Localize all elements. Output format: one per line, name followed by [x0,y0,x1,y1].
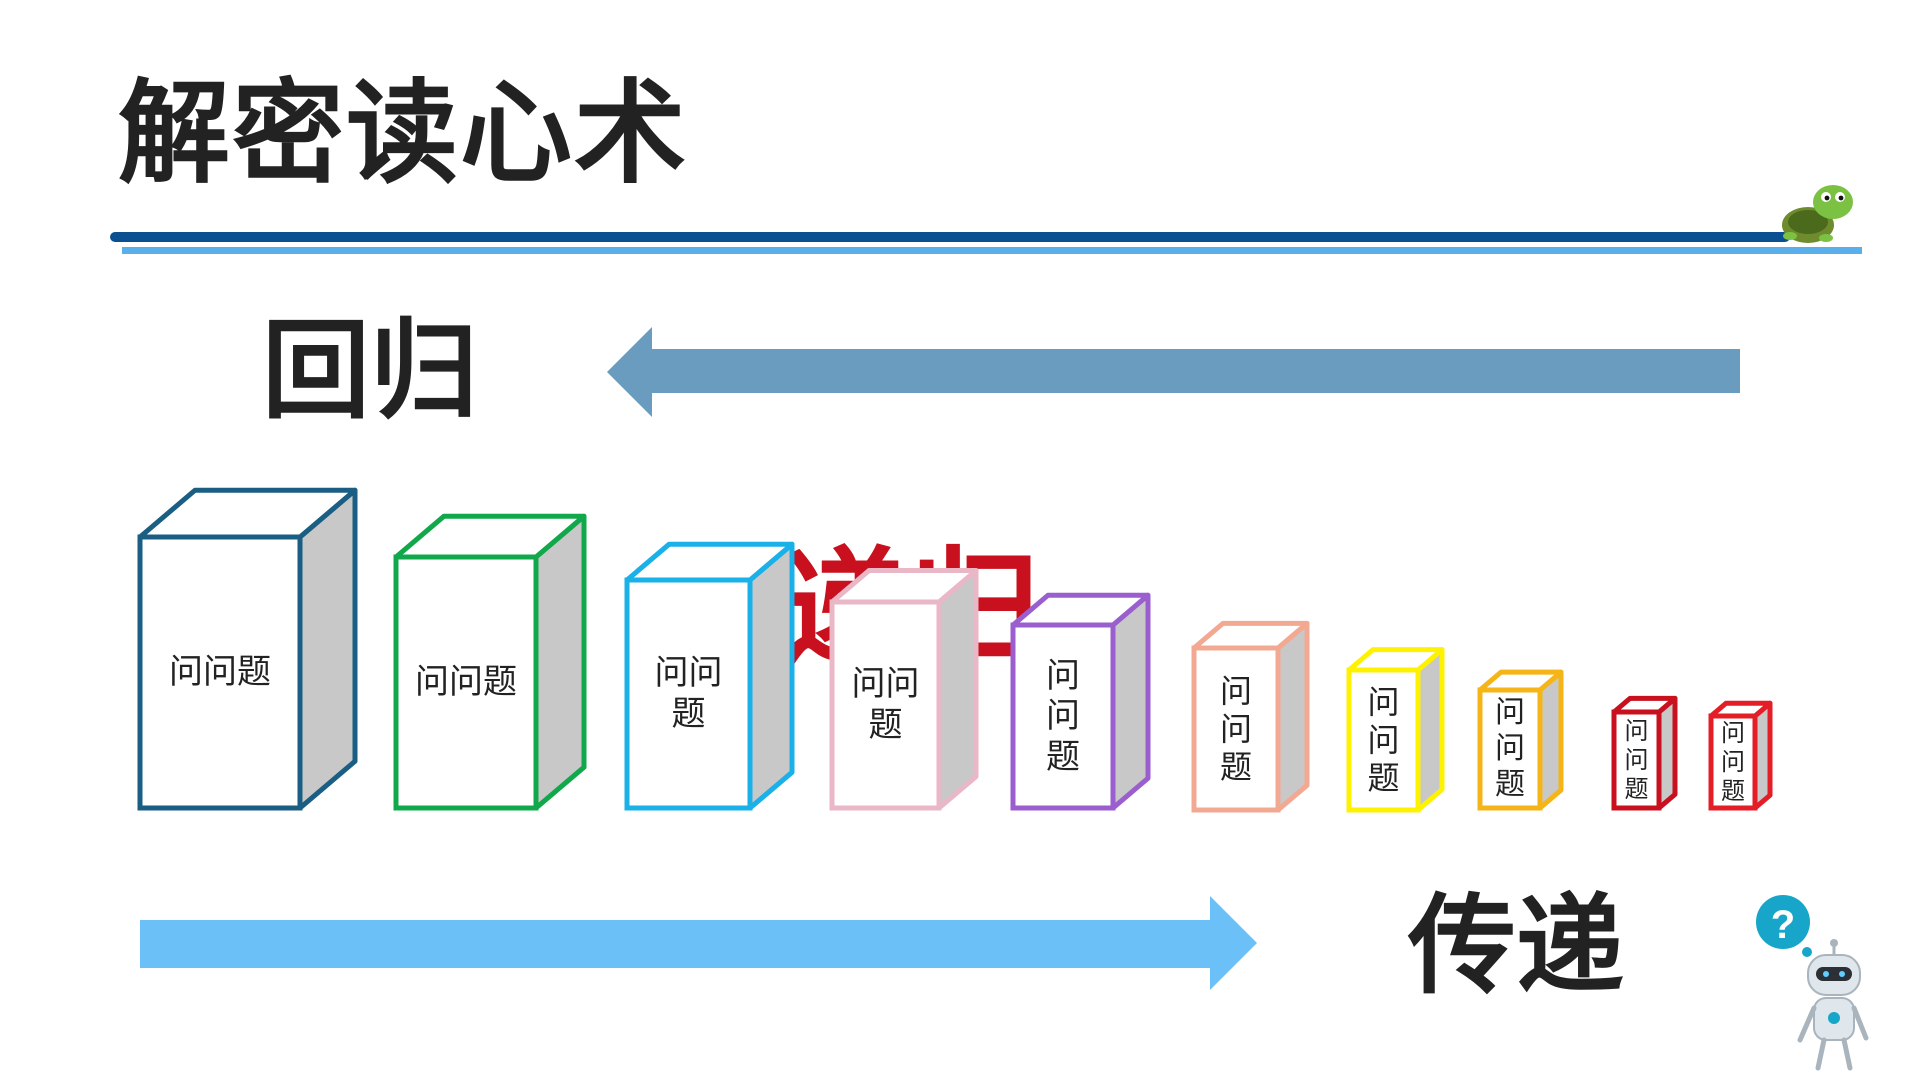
box-side-face [747,541,795,811]
box-front-face [1010,622,1116,811]
backtrack-label: 回归 [262,309,479,434]
box-front-face [1191,645,1281,813]
box-6 [1191,620,1310,813]
turtle-icon [1782,185,1853,243]
box-side-face [1110,592,1151,811]
box-label: 问 问 题 [1219,671,1252,787]
box-side-face [297,487,358,811]
box-label: 问 问 题 [1721,719,1745,805]
box-side-face [1537,669,1564,811]
box-label: 问问 题 [851,664,920,745]
boxes-layer [137,487,1773,813]
box-side-face [1275,620,1310,813]
box-10 [1708,700,1773,811]
box-label: 问 问 题 [1495,695,1525,802]
box-label: 问问题 [169,652,271,692]
svg-text:?: ? [1771,903,1795,947]
box-label: 问 问 题 [1046,655,1080,778]
box-2 [393,513,587,811]
robot-question-icon: ? [1756,895,1869,1071]
box-front-face [1346,667,1421,813]
propagate-label: 传递 [1408,884,1625,1009]
back-arrow [607,327,1740,417]
header-rule-light [122,247,1862,254]
box-front-face [393,554,539,811]
box-label: 问 问 题 [1624,717,1649,803]
box-front-face [137,534,303,811]
box-8 [1477,669,1564,811]
box-side-face [1415,647,1445,813]
page-title: 解密读心术 [118,69,688,199]
box-4 [829,568,979,811]
box-label: 问问 题 [654,653,723,734]
box-front-face [829,599,942,811]
box-side-face [936,568,979,811]
box-front-face [1611,709,1662,811]
box-9 [1611,695,1678,811]
box-5 [1010,592,1151,811]
box-7 [1346,647,1445,813]
box-front-face [1477,687,1543,811]
box-front-face [1708,713,1758,811]
header-rule-dark [110,232,1790,242]
forward-arrow [140,896,1257,990]
box-3 [624,541,795,811]
box-label: 问问题 [415,662,517,702]
box-1 [137,487,358,811]
box-side-face [533,513,587,811]
box-label: 问 问 题 [1367,682,1400,798]
box-front-face [624,577,753,811]
